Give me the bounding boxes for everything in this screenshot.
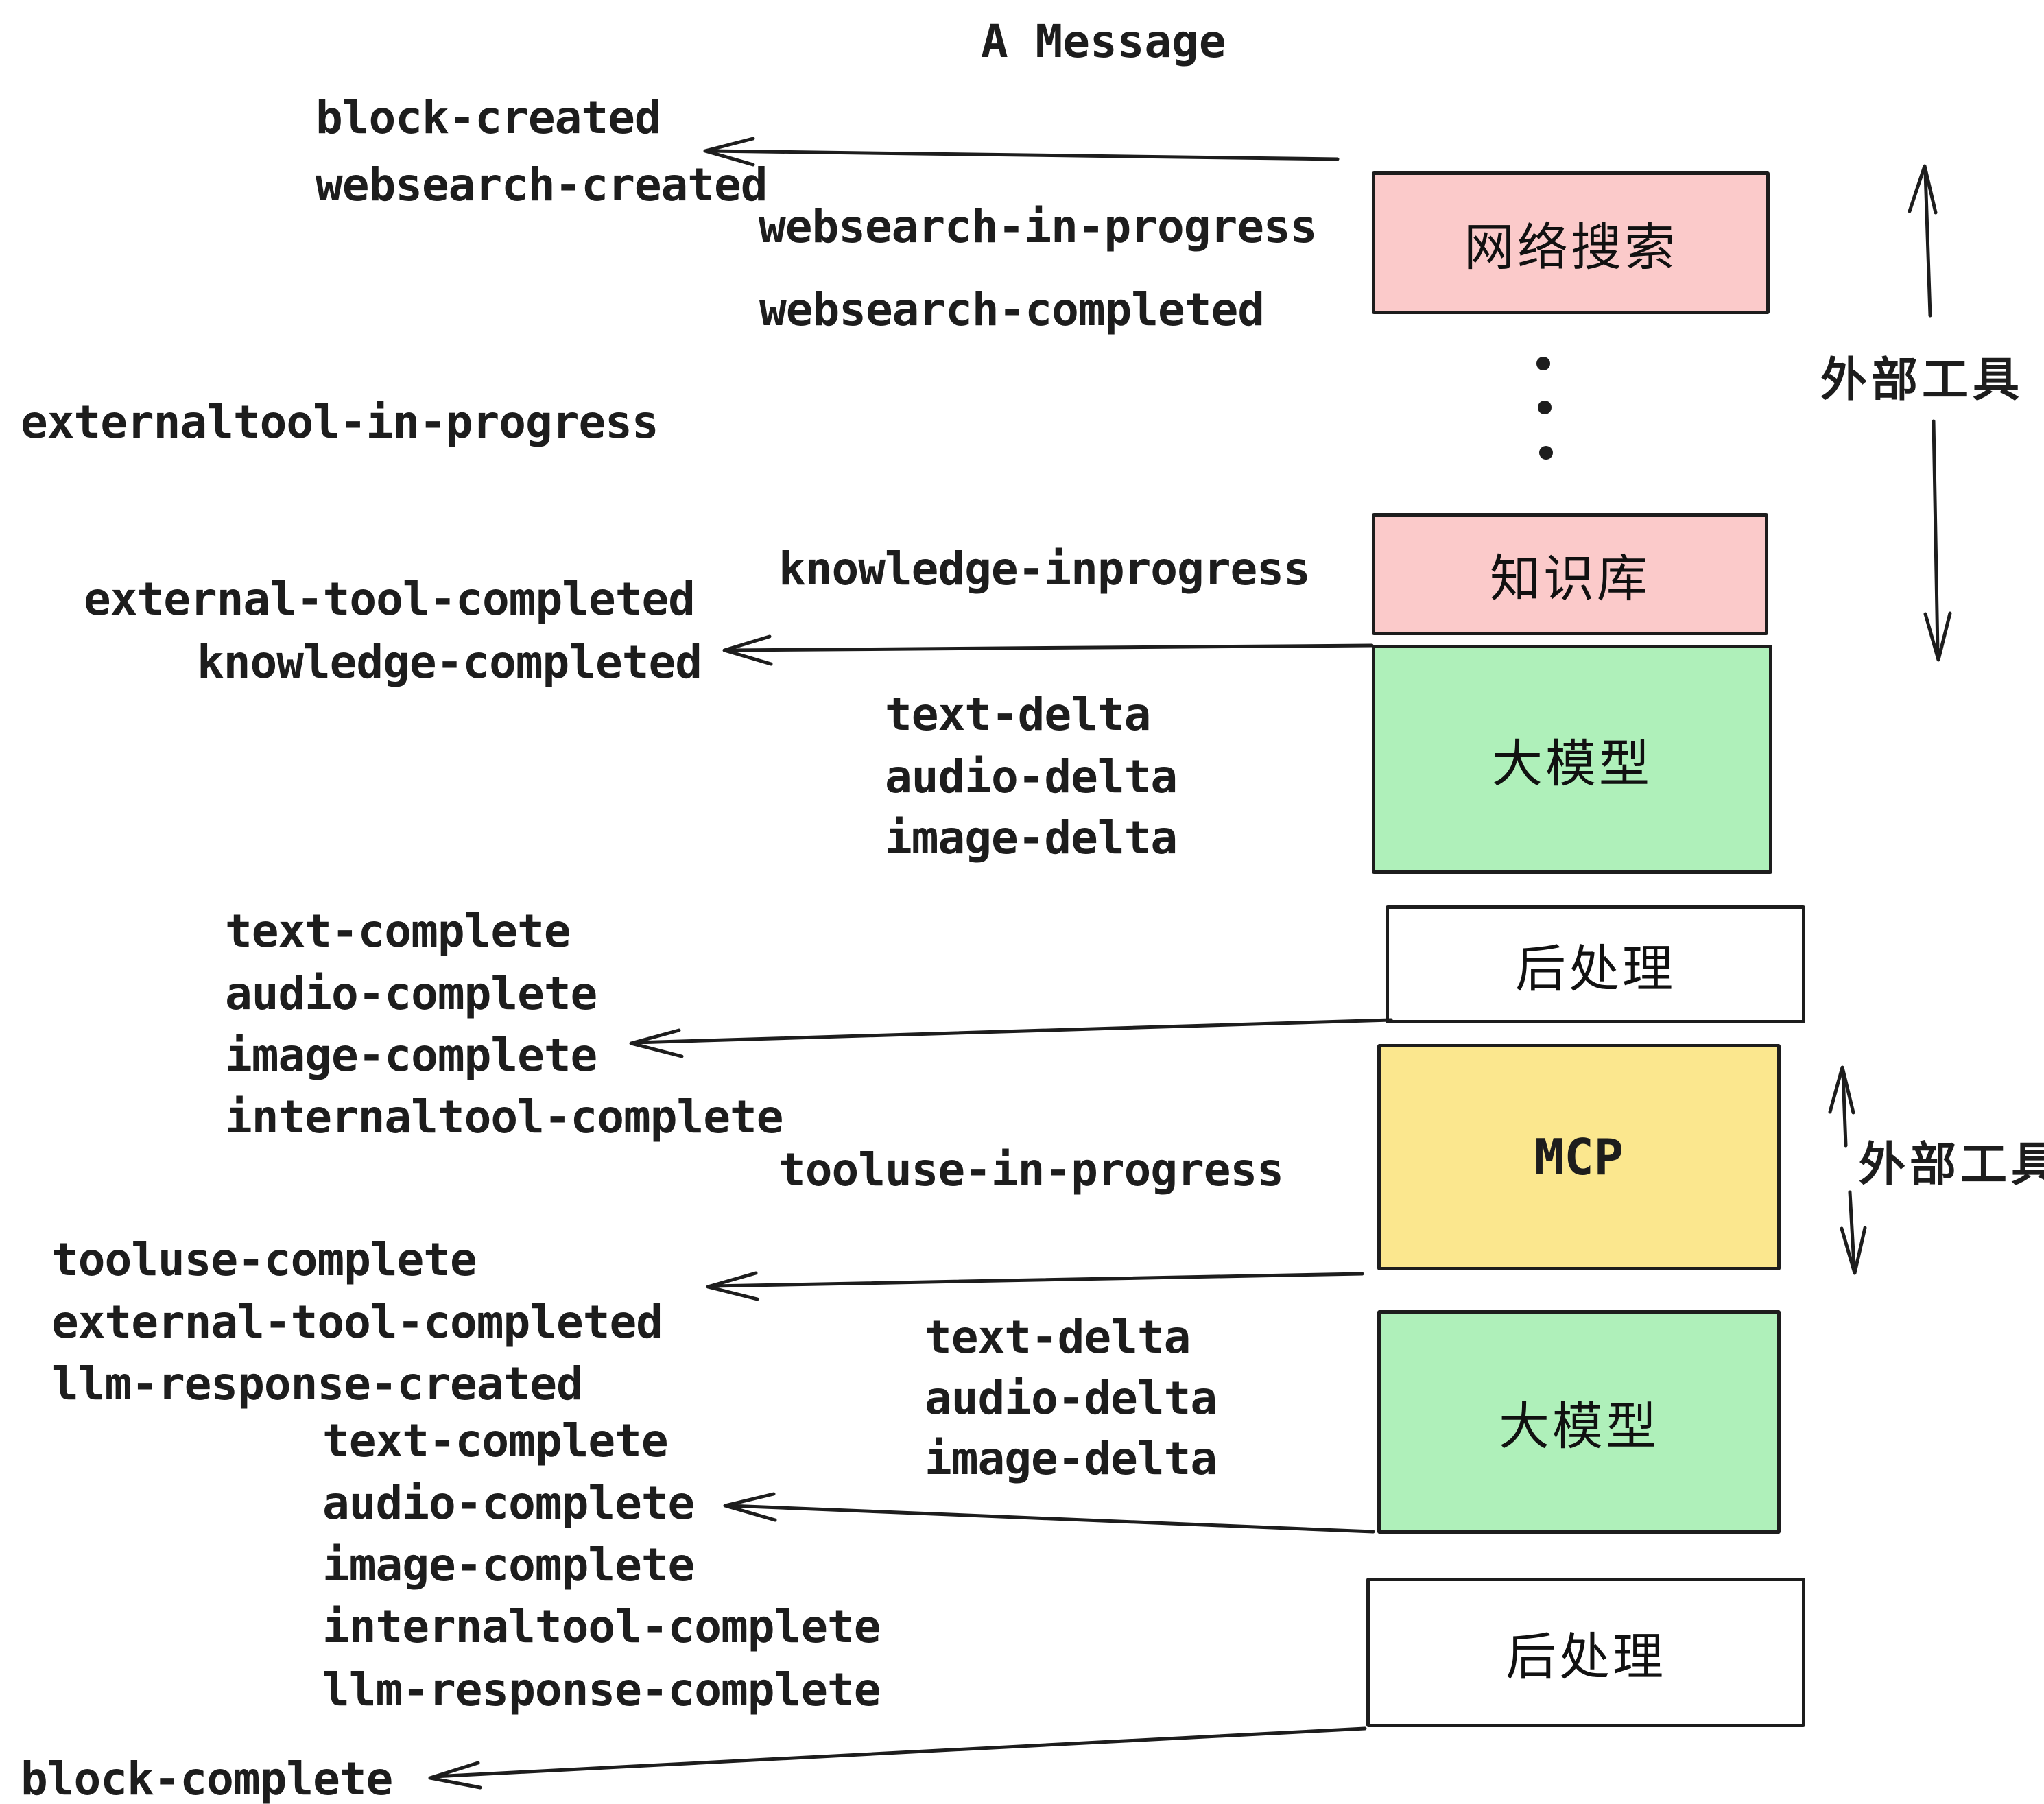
arrow-to-tooluse-complete — [706, 1271, 1364, 1301]
event-label-llm-response-created: llm-response-created — [51, 1357, 584, 1410]
box-postprocess-2-label: 后处理 — [1506, 1628, 1666, 1685]
event-label-internaltool-complete: internaltool-complete — [225, 1091, 783, 1143]
event-label-llm-response-complete: llm-response-complete — [322, 1663, 881, 1716]
event-label-text-complete: text-complete — [225, 905, 571, 958]
event-label-external-tool-completed-2: external-tool-completed — [51, 1296, 663, 1349]
page-title: A Message — [981, 15, 1226, 68]
event-label-image-complete: image-complete — [225, 1029, 597, 1082]
box-websearch: 网络搜索 — [1372, 171, 1770, 314]
event-label-audio-delta: audio-delta — [885, 750, 1178, 803]
event-label-internaltool-complete-2: internaltool-complete — [322, 1600, 881, 1653]
box-mcp: MCP — [1377, 1044, 1781, 1270]
box-postprocess-1: 后处理 — [1386, 905, 1805, 1023]
event-label-text-complete-2: text-complete — [322, 1414, 669, 1467]
event-label-image-complete-2: image-complete — [322, 1539, 695, 1591]
event-label-block-complete: block-complete — [21, 1753, 393, 1804]
external-tools-up-arrow-mcp — [1828, 1065, 1855, 1148]
box-mcp-label: MCP — [1534, 1128, 1624, 1186]
arrow-to-knowledge-completed — [722, 634, 1374, 666]
external-tools-label-mcp: 外部工具 — [1859, 1139, 2044, 1191]
event-label-websearch-completed: websearch-completed — [759, 283, 1265, 336]
box-llm-2: 大模型 — [1377, 1310, 1781, 1534]
event-label-externaltool-in-progress: externaltool-in-progress — [21, 396, 659, 449]
event-label-audio-delta-2: audio-delta — [925, 1372, 1217, 1425]
box-knowledge-label: 知识库 — [1490, 549, 1650, 607]
box-knowledge: 知识库 — [1372, 513, 1768, 635]
event-label-text-delta-2: text-delta — [925, 1311, 1191, 1364]
event-label-text-delta: text-delta — [885, 688, 1151, 741]
event-label-tooluse-complete: tooluse-complete — [51, 1233, 477, 1286]
event-label-audio-complete: audio-complete — [225, 967, 597, 1020]
arrow-to-audio-complete — [723, 1492, 1375, 1534]
box-postprocess-1-label: 后处理 — [1515, 940, 1676, 997]
external-tools-label-top: 外部工具 — [1820, 354, 2024, 406]
box-llm-1: 大模型 — [1372, 645, 1772, 874]
external-tools-up-arrow-top — [1908, 164, 1938, 318]
arrow-to-block-complete — [428, 1726, 1367, 1790]
arrow-to-image-complete — [629, 1018, 1393, 1058]
box-llm-1-label: 大模型 — [1492, 735, 1652, 792]
event-label-tooluse-in-progress: tooluse-in-progress — [779, 1143, 1284, 1196]
event-label-websearch-in-progress: websearch-in-progress — [759, 200, 1317, 253]
event-label-audio-complete-2: audio-complete — [322, 1477, 695, 1530]
event-label-block-created: block-created — [316, 91, 662, 144]
arrow-to-block-created — [703, 137, 1340, 167]
external-tools-down-arrow-mcp — [1840, 1190, 1867, 1275]
box-postprocess-2: 后处理 — [1366, 1578, 1805, 1727]
event-label-websearch-created: websearch-created — [316, 158, 768, 211]
external-tools-down-arrow-top — [1923, 419, 1952, 662]
box-llm-2-label: 大模型 — [1499, 1397, 1659, 1455]
box-websearch-label: 网络搜索 — [1464, 218, 1678, 276]
ellipsis-dots — [1536, 357, 1553, 460]
event-label-external-tool-completed: external-tool-completed — [84, 573, 696, 626]
event-label-knowledge-inprogress: knowledge-inprogress — [779, 543, 1311, 595]
event-label-knowledge-completed: knowledge-completed — [197, 636, 702, 689]
event-label-image-delta: image-delta — [885, 811, 1178, 864]
event-label-image-delta-2: image-delta — [925, 1432, 1217, 1485]
